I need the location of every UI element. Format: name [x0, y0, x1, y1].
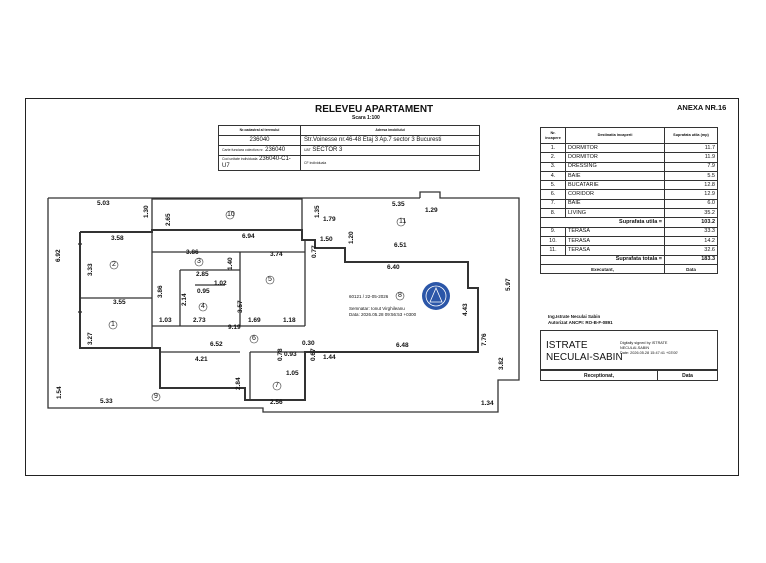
room-number: 4	[201, 303, 205, 310]
dim-label: 3.27	[87, 332, 94, 345]
room-number: 6	[252, 335, 256, 342]
dim-label: 6.40	[387, 264, 400, 271]
dim-label: 0.78	[277, 348, 284, 361]
dim-label: 6.94	[242, 233, 255, 240]
dim-label: 3.86	[186, 249, 199, 256]
dim-label: 0.77	[311, 245, 318, 258]
dim-label: 1.02	[214, 280, 227, 287]
dim-label: 1.35	[314, 205, 321, 218]
dim-label: 2.56	[270, 399, 283, 406]
dim-label: 0.93	[284, 351, 297, 358]
dim-label: 5.03	[97, 200, 110, 207]
dim-label: 6.48	[396, 342, 409, 349]
dim-label: 2.84	[235, 377, 242, 390]
annex-label: ANEXA NR.16	[677, 103, 727, 112]
dim-label: 1.18	[283, 317, 296, 324]
scale-label: Scara 1:100	[352, 115, 380, 121]
reception-table: Receptionat, Data	[540, 370, 718, 381]
document-frame	[25, 98, 739, 476]
room-number: 5	[268, 276, 272, 283]
registration-stamp: 60121 / 22-05-2026 Semnatar: Ionut Virgh…	[349, 294, 417, 317]
dim-label: 5.33	[100, 398, 113, 405]
cf-individual-cell: CF individuala	[300, 155, 480, 171]
dim-label: 4.21	[195, 356, 208, 363]
room-number: 3	[197, 258, 201, 265]
dim-label: 2.85	[196, 271, 209, 278]
dim-label: 5.97	[505, 278, 512, 291]
dim-label: 1.30	[143, 205, 150, 218]
room-number: 11	[399, 218, 407, 225]
dim-label: 2.73	[193, 317, 206, 324]
dim-label: 1.03	[159, 317, 172, 324]
rooms-table: Nr. incapere Destinatia incaperii Supraf…	[540, 127, 718, 275]
dim-label: 0.67	[310, 348, 317, 361]
dim-label: 6.51	[394, 242, 407, 249]
dim-label: 6.92	[55, 249, 62, 262]
dim-label: 1.54	[56, 386, 63, 399]
dim-label: 3.57	[237, 300, 244, 313]
room-number: 2	[112, 261, 116, 268]
signature-note: Digitally signed by ISTRATE NECULAI-SABI…	[620, 341, 679, 355]
dim-label: 3.55	[113, 299, 126, 306]
dim-label: 3.82	[498, 357, 505, 370]
dim-label: 0.95	[197, 288, 210, 295]
dim-label: 4.43	[462, 303, 469, 316]
executed-row: Executant,Data	[540, 263, 718, 275]
room-number: 9	[154, 393, 158, 400]
dim-label: 3.74	[270, 251, 283, 258]
signature-name: ISTRATE NECULAI-SABIN	[546, 340, 623, 363]
terrace-outline	[47, 191, 520, 413]
dim-label: 1.40	[227, 257, 234, 270]
room-number: 10	[227, 211, 235, 218]
dim-label: 6.52	[210, 341, 223, 348]
engineer-name: Ing.Istrate Neculai Sabin	[548, 314, 601, 319]
dim-label: 7.76	[481, 333, 488, 346]
dim-label: 1.69	[248, 317, 261, 324]
unit-code-row: Cod unitate individuala 236040-C1-U7	[218, 155, 301, 171]
dim-label: 3.86	[157, 285, 164, 298]
engineer-authorization: Autorizat ANCPI: RO-B-F-0891	[548, 320, 613, 325]
dim-label: 2.65	[165, 213, 172, 226]
room-number: 7	[275, 382, 279, 389]
dim-label: 5.35	[392, 201, 405, 208]
dim-label: 1.34	[481, 400, 494, 407]
reception-date-label: Data	[657, 370, 718, 381]
engineer-info: Ing.Istrate Neculai Sabin Autorizat ANCP…	[548, 314, 613, 326]
dim-label: 9.19	[228, 324, 241, 331]
identification-table: Nr.cadastral al terenului Adresa imobilu…	[218, 125, 480, 171]
dim-label: 3.33	[87, 263, 94, 276]
dim-label: 1.50	[320, 236, 333, 243]
dim-label: 0.30	[302, 340, 315, 347]
dim-label: 2.14	[181, 293, 188, 306]
room-number: 1	[111, 321, 115, 328]
dim-label: 1.05	[286, 370, 299, 377]
dim-label: 1.44	[323, 354, 336, 361]
dim-label: 1.20	[348, 231, 355, 244]
dim-label: 3.58	[111, 235, 124, 242]
seal-icon	[422, 282, 450, 310]
digital-signature-box	[540, 330, 718, 370]
apartment-outline	[79, 229, 479, 401]
dim-label: 1.79	[323, 216, 336, 223]
dim-label: 1.29	[425, 207, 438, 214]
room-number: 8	[398, 292, 402, 299]
page-title: RELEVEU APARTAMENT	[315, 104, 434, 115]
